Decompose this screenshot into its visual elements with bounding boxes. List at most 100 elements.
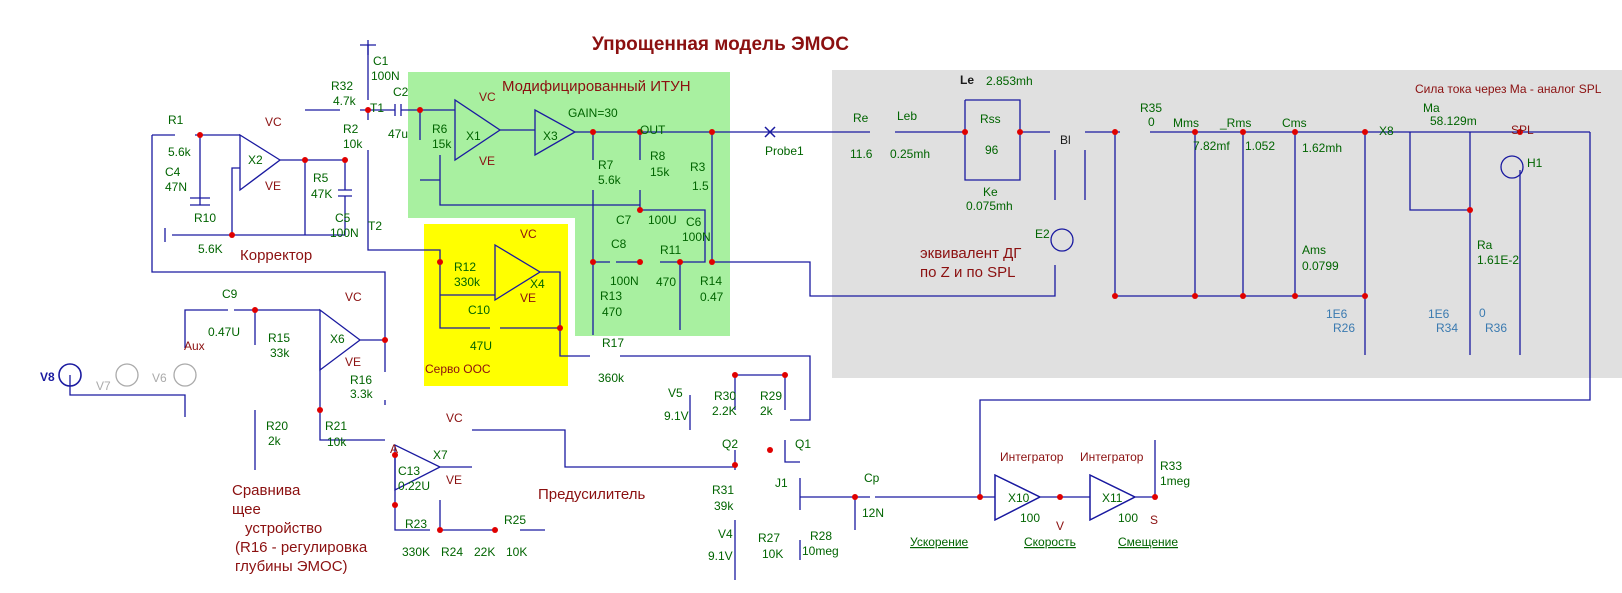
probe-velocity[interactable]: Скорость [1024,535,1076,549]
ra-value: 1.61E-2 [1477,253,1519,267]
vc-x6: VC [345,290,362,304]
r24-value: 22K [474,545,495,559]
r21-value: 10k [327,435,347,449]
r14-value: 0.47 [700,290,724,304]
probe-displacement[interactable]: Смещение [1118,535,1178,549]
r6-name: R6 [432,122,448,136]
c1-value: 100N [371,69,400,83]
cms-name: Cms [1282,116,1307,130]
source-v8[interactable] [58,363,82,387]
source-e2[interactable] [1050,228,1074,252]
rms-name: _Rms [1219,116,1251,130]
probe-accel[interactable]: Ускорение [910,535,969,549]
preamp-label: Предусилитель [538,486,646,503]
integrator2-label: Интегратор [1080,450,1144,464]
c9-value: 0.47U [208,325,240,339]
r36-name: R36 [1485,321,1507,335]
x8-label: X8 [1379,124,1394,138]
v7-label: V7 [96,379,111,393]
source-v6[interactable] [173,363,197,387]
r28-value: 10meg [802,544,839,558]
le-name: Le [960,73,974,87]
ve-x6: VE [345,355,361,369]
c10-name: C10 [468,303,490,317]
integrator-x10[interactable] [994,473,1042,522]
r11-value: 470 [656,275,676,289]
c13-name: C13 [398,464,420,478]
c2-name: C2 [393,85,409,99]
ma-value: 58.129m [1430,114,1477,128]
spl-label: SPL [1511,123,1534,137]
comparator-label-2: щее [232,501,261,518]
itun-region-lower [575,200,730,336]
r3-value: 1.5 [692,179,709,193]
current-note: Сила тока через Ма - аналог SPL [1415,82,1602,96]
t1-label: T1 [370,101,384,115]
r17-name: R17 [602,336,624,350]
mms-name: Mms [1173,116,1199,130]
corrector-label: Корректор [240,247,312,264]
r27-value: 10K [762,547,783,561]
node-dots [197,107,1523,533]
v5-name: V5 [668,386,683,400]
rss-value: 96 [985,143,999,157]
r1-value: 5.6k [168,145,192,159]
ma-name: Ma [1423,101,1440,115]
r13-name: R13 [600,289,622,303]
r35-value: 0 [1148,115,1155,129]
r7-name: R7 [598,158,614,172]
r35-name: R35 [1140,101,1162,115]
x11-name: X11 [1102,491,1123,505]
ams-value: 0.0799 [1302,259,1339,273]
r30-name: R30 [714,389,736,403]
ve-x4: VE [520,291,536,305]
q2-label: Q2 [722,437,738,451]
r2-value: 10k [343,137,363,151]
c8-name: C8 [611,237,627,251]
r20-name: R20 [266,419,288,433]
source-v7[interactable] [115,363,139,387]
x2-name: X2 [248,153,263,167]
x1-name: X1 [466,129,481,143]
ke-name: Ke [983,185,998,199]
r26-name: R26 [1333,321,1355,335]
r26-value: 1E6 [1326,307,1348,321]
ve-x2: VE [265,179,281,193]
r33-name: R33 [1160,459,1182,473]
r31-value: 39k [714,499,734,513]
ammeter-h1[interactable] [1500,155,1524,179]
x4-name: X4 [530,277,545,291]
ra-name: Ra [1477,238,1493,252]
integrator1-label: Интегратор [1000,450,1064,464]
itun-region [408,72,730,218]
r16-value: 3.3k [350,387,374,401]
r12-name: R12 [454,260,476,274]
c6-name: C6 [686,215,702,229]
c5-name: C5 [335,211,351,225]
r25-value: 10K [506,545,527,559]
v5-value: 9.1V [664,409,689,423]
h1-label: H1 [1527,156,1543,170]
q1-label: Q1 [795,437,811,451]
probe1-marker[interactable] [764,126,776,138]
r31-name: R31 [712,483,734,497]
rss-name: Rss [980,112,1001,126]
r8-value: 15k [650,165,670,179]
r2-name: R2 [343,122,359,136]
c4-name: C4 [165,165,181,179]
vc-x7: VC [446,411,463,425]
symbols [58,126,1524,522]
integrator-x11[interactable] [1089,473,1137,522]
r30-value: 2.2K [712,404,737,418]
comparator-label-1: Сравнива [232,482,301,499]
r29-value: 2k [760,404,774,418]
c7-value: 100U [648,213,677,227]
r29-name: R29 [760,389,782,403]
r33-value: 1meg [1160,474,1190,488]
v8-label: V8 [40,370,55,384]
v4-name: V4 [718,527,733,541]
r21-name: R21 [325,419,347,433]
probe1-label: Probe1 [765,144,804,158]
r11-name: R11 [660,243,681,257]
v-label: V [1056,519,1064,533]
